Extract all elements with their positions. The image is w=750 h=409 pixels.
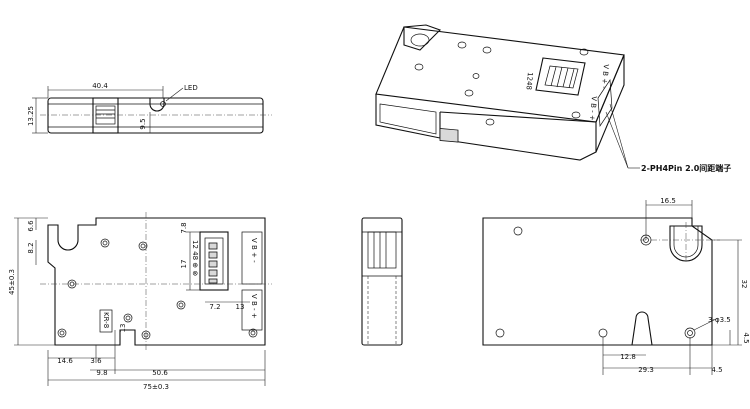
dim-4-5-bottom: 4.5 bbox=[711, 366, 722, 374]
dim-left-1: 14.6 bbox=[57, 357, 73, 365]
dim-small-13: 13 bbox=[119, 324, 127, 333]
dim-front-width: 75±0.3 bbox=[143, 383, 169, 391]
iso-ab-text: V B + - bbox=[600, 64, 610, 90]
dim-top-depth: 9.5 bbox=[139, 118, 147, 129]
dim-29-3: 29.3 bbox=[638, 366, 654, 374]
dim-top-length: 40.4 bbox=[92, 82, 108, 90]
front-view bbox=[14, 212, 272, 386]
dim-conn-width: 13 bbox=[236, 303, 245, 311]
isometric-view bbox=[375, 24, 640, 169]
dim-4-5-side: 4.5 bbox=[742, 332, 750, 343]
top-view bbox=[32, 86, 272, 134]
dim-32: 32 bbox=[740, 280, 748, 289]
dim-left-3: 9.8 bbox=[96, 369, 107, 377]
dim-16-5: 16.5 bbox=[660, 197, 676, 205]
dim-conn-top: 7.8 bbox=[180, 222, 188, 233]
iso-pin-text: 1248 bbox=[524, 72, 534, 90]
side-view bbox=[361, 217, 403, 346]
dim-hook-offset: 8.2 bbox=[27, 242, 35, 253]
vertical-label: V B + - bbox=[250, 238, 258, 263]
dim-top-offset: 6.6 bbox=[27, 220, 35, 232]
dim-12-8: 12.8 bbox=[620, 353, 636, 361]
led-label: LED bbox=[184, 84, 198, 92]
dim-center: 50.6 bbox=[152, 369, 168, 377]
connector-label: 2-PH4Pin 2.0间距端子 bbox=[641, 163, 731, 173]
lower-label: V B - + bbox=[250, 294, 258, 319]
connector-pins: 12 48 ⊕ ⊗ bbox=[191, 240, 199, 276]
iso-ab-text-lower: V B - + bbox=[588, 96, 598, 121]
dim-left-2: 3.6 bbox=[90, 357, 102, 365]
dim-front-height: 45±0.3 bbox=[8, 269, 16, 295]
back-view bbox=[482, 200, 742, 375]
kr-label: KR-8 bbox=[102, 312, 110, 328]
dim-hole: 3-φ3.5 bbox=[708, 316, 731, 324]
dim-conn-height: 17 bbox=[180, 260, 188, 269]
dim-conn-left: 7.2 bbox=[209, 303, 220, 311]
dim-top-height: 13.25 bbox=[27, 106, 35, 126]
